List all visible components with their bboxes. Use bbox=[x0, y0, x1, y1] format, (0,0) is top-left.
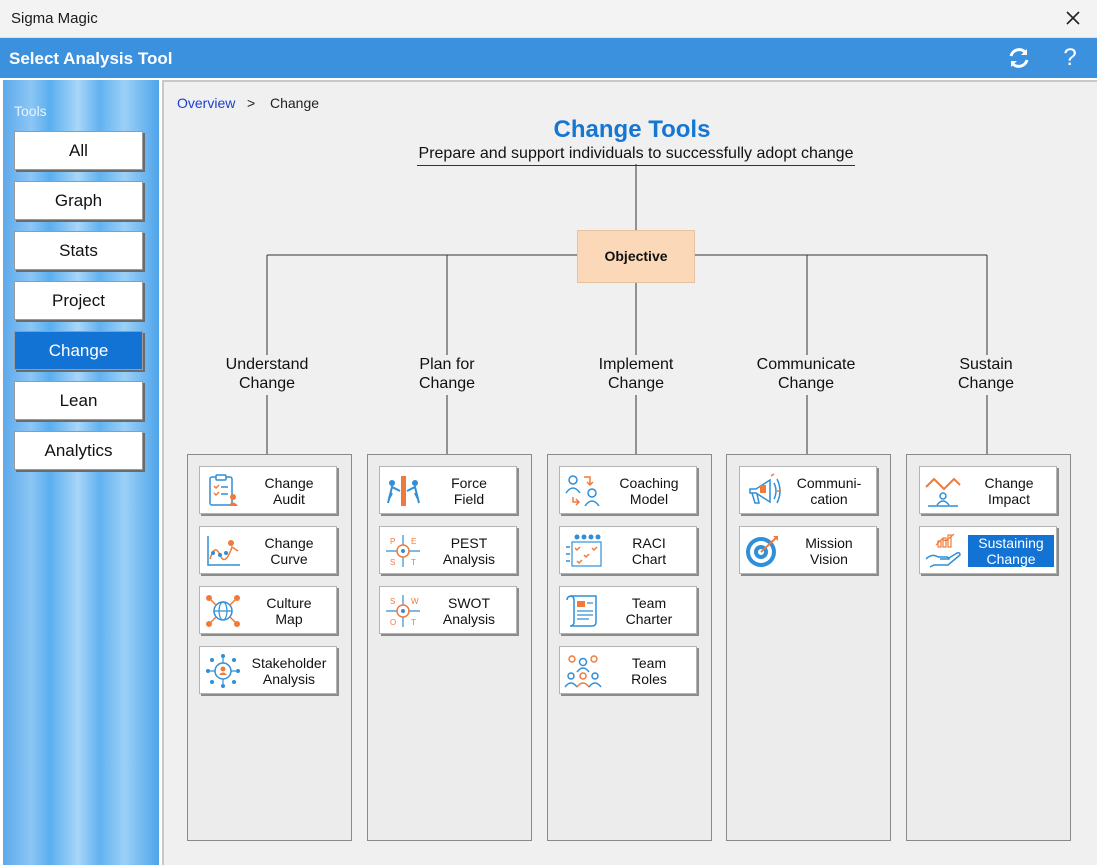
impact-chart-icon bbox=[925, 477, 961, 507]
hand-growth-icon bbox=[925, 533, 961, 568]
close-icon[interactable] bbox=[1061, 6, 1085, 30]
category-plan-for-change: Plan for Change bbox=[372, 355, 522, 393]
category-label-line2: Change bbox=[777, 375, 835, 392]
breadcrumb-separator: > bbox=[247, 95, 256, 111]
sidebar-item-analytics[interactable]: Analytics bbox=[14, 431, 143, 470]
category-label-line2: Change bbox=[607, 375, 665, 392]
category-understand-change: Understand Change bbox=[192, 355, 342, 393]
page-subtitle: Prepare and support individuals to succe… bbox=[417, 145, 855, 166]
help-icon[interactable]: ? bbox=[1063, 44, 1077, 71]
sidebar-item-all[interactable]: All bbox=[14, 131, 143, 170]
breadcrumb-overview-link[interactable]: Overview bbox=[177, 95, 236, 111]
window-titlebar: Sigma Magic bbox=[0, 0, 1097, 38]
category-label-line1: Plan for bbox=[419, 356, 475, 373]
charter-scroll-icon bbox=[566, 595, 597, 627]
team-roles-icon bbox=[564, 655, 602, 688]
category-sustain-change: Sustain Change bbox=[911, 355, 1061, 393]
tools-sidebar: Tools All Graph Stats Project Change Lea… bbox=[3, 80, 159, 865]
panel-communicate-change bbox=[726, 454, 891, 841]
swot-letter: T bbox=[411, 618, 416, 627]
category-label-line1: Sustain bbox=[959, 356, 1013, 373]
pest-icon: P E S T bbox=[386, 535, 420, 567]
sidebar-item-stats[interactable]: Stats bbox=[14, 231, 143, 270]
category-label-line2: Change bbox=[957, 375, 1015, 392]
category-label-line1: Understand bbox=[225, 356, 309, 373]
swot-letter: W bbox=[411, 597, 419, 606]
sidebar-item-lean[interactable]: Lean bbox=[14, 381, 143, 420]
category-label-line2: Change bbox=[238, 375, 296, 392]
pest-letter: T bbox=[411, 558, 416, 567]
panel-plan-for-change bbox=[367, 454, 532, 841]
swot-icon: S W O T bbox=[386, 595, 420, 627]
megaphone-icon bbox=[749, 473, 781, 504]
swot-letter: S bbox=[390, 597, 395, 606]
sidebar-item-change[interactable]: Change bbox=[14, 331, 143, 370]
clipboard-icon bbox=[209, 474, 238, 506]
stakeholder-hub-icon bbox=[206, 654, 240, 688]
tool-label: Communi-cation bbox=[796, 475, 862, 507]
category-implement-change: Implement Change bbox=[561, 355, 711, 393]
page-title: Change Tools bbox=[553, 116, 711, 143]
category-label-line1: Implement bbox=[598, 356, 674, 373]
panel-sustain-change bbox=[906, 454, 1071, 841]
dialog-header: Select Analysis Tool ? bbox=[0, 38, 1097, 78]
breadcrumb-current: Change bbox=[270, 95, 320, 111]
pest-letter: S bbox=[390, 558, 395, 567]
curve-chart-icon bbox=[207, 536, 240, 566]
objective-box: Objective bbox=[577, 230, 695, 283]
sidebar-item-project[interactable]: Project bbox=[14, 281, 143, 320]
tool-communication[interactable]: Communi-cation bbox=[739, 466, 877, 514]
refresh-icon[interactable] bbox=[1006, 45, 1032, 71]
swot-letter: O bbox=[390, 618, 396, 627]
category-label-line2: Change bbox=[418, 375, 476, 392]
force-field-icon bbox=[387, 476, 420, 506]
globe-network-icon bbox=[206, 595, 240, 627]
sidebar-item-graph[interactable]: Graph bbox=[14, 181, 143, 220]
sidebar-label: Tools bbox=[14, 103, 47, 119]
category-communicate-change: Communicate Change bbox=[731, 355, 881, 393]
dialog-title: Select Analysis Tool bbox=[9, 49, 173, 68]
window-title: Sigma Magic bbox=[11, 10, 98, 27]
target-icon bbox=[746, 536, 778, 567]
coaching-icon bbox=[565, 475, 600, 507]
pest-letter: P bbox=[390, 537, 395, 546]
raci-icon bbox=[566, 534, 602, 567]
category-label-line1: Communicate bbox=[756, 356, 856, 373]
pest-letter: E bbox=[411, 537, 416, 546]
